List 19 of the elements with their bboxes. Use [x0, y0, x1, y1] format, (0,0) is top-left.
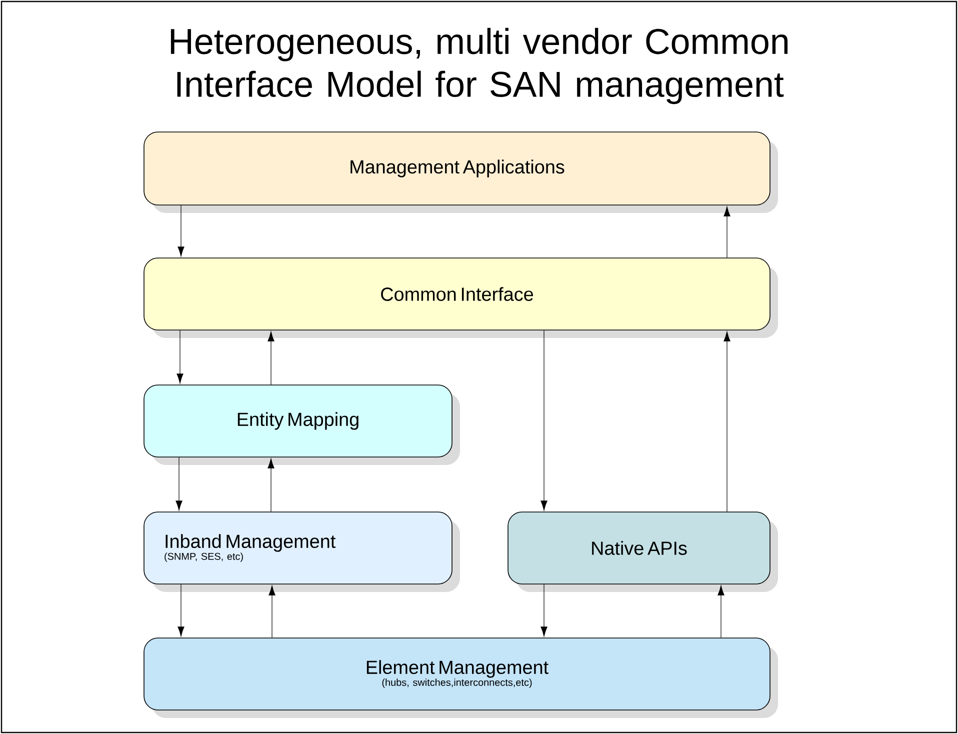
rounded-box: Entity Mapping [144, 384, 452, 458]
title: Heterogeneous, multi vendor Common Interface Model for SAN management [170, 28, 788, 104]
arrow [178, 584, 184, 636]
rounded-box: Common Interface [144, 258, 770, 330]
arrow [268, 332, 274, 385]
rounded-box: Native APIs [508, 512, 770, 584]
arrow [178, 205, 184, 256]
arrow [176, 457, 182, 510]
rounded-box: Inband Management (SNMP, SES, etc) [144, 512, 452, 584]
arrow [724, 332, 730, 512]
arrow [176, 330, 184, 384]
arrow [724, 206, 730, 258]
rounded-box: Management Applications [144, 132, 770, 206]
arrow [268, 458, 274, 512]
arrow [540, 584, 548, 636]
arrow [718, 586, 724, 638]
arrow [268, 586, 276, 638]
arrow [540, 330, 548, 510]
rounded-box: Element Management (hubs, switches,interconnects,etc) [144, 638, 770, 710]
